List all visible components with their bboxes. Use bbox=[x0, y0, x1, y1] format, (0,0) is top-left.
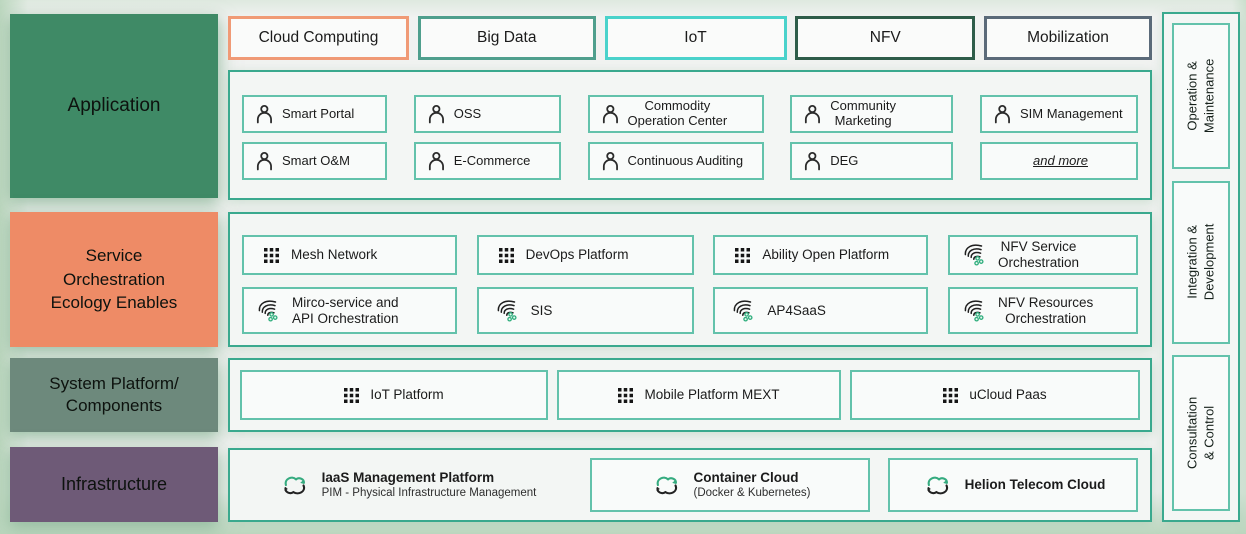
svc-item-nfv-service-orchestration: NFV Service Orchestration bbox=[947, 235, 1138, 275]
chip-big-data: Big Data bbox=[417, 16, 596, 60]
side-item-operation-maintenance: Operation & Maintenance bbox=[1172, 23, 1230, 169]
grid-dots-icon bbox=[618, 388, 633, 403]
chip-mobilization: Mobilization bbox=[984, 16, 1152, 60]
app-item-and-more: and more bbox=[980, 142, 1138, 180]
svc-item-sis: SIS bbox=[476, 287, 694, 334]
app-item-smart-portal: Smart Portal bbox=[242, 95, 387, 133]
app-item-label: Smart Portal bbox=[282, 105, 355, 121]
chip-cloud-computing: Cloud Computing bbox=[228, 16, 409, 60]
app-item-label: E-Commerce bbox=[453, 152, 531, 168]
side-item-label: Operation & Maintenance bbox=[1184, 58, 1217, 134]
person-icon bbox=[801, 104, 822, 125]
application-panel: Smart Portal OSS Commodity Operation Cen… bbox=[228, 70, 1152, 200]
inf-item-subtitle: PIM - Physical Infrastructure Management bbox=[321, 486, 537, 499]
side-item-label: Consultation & Control bbox=[1184, 396, 1216, 470]
row-label-application: Application bbox=[10, 14, 218, 198]
app-item-label: Continuous Auditing bbox=[627, 152, 744, 168]
svc-item-label: Ability Open Platform bbox=[762, 247, 890, 263]
person-icon bbox=[599, 104, 620, 125]
app-item-oss: OSS bbox=[413, 95, 561, 133]
sys-item-label: uCloud Paas bbox=[969, 387, 1047, 403]
chip-label: IoT bbox=[684, 29, 707, 47]
cloud-cycle-icon bbox=[650, 473, 683, 498]
svc-item-label: NFV Resources Orchestration bbox=[997, 294, 1094, 326]
inf-item-iaas-management-platform: IaaS Management Platform PIM - Physical … bbox=[242, 458, 572, 512]
lifecycle-side-panel: Operation & Maintenance Integration & De… bbox=[1162, 12, 1240, 522]
svc-item-label: NFV Service Orchestration bbox=[997, 239, 1080, 270]
chip-nfv: NFV bbox=[795, 16, 976, 60]
swirl-orchestration-icon bbox=[254, 298, 280, 324]
side-item-consultation-control: Consultation & Control bbox=[1172, 355, 1230, 511]
technology-chips: Cloud Computing Big Data IoT NFV Mobiliz… bbox=[228, 16, 1152, 60]
system-platform-panel: IoT Platform Mobile Platform MEXT uCloud… bbox=[228, 358, 1152, 432]
svc-item-label: Mesh Network bbox=[291, 247, 378, 263]
swirl-orchestration-icon bbox=[729, 298, 755, 324]
inf-item-title: Container Cloud bbox=[693, 469, 799, 485]
row-label-infrastructure: Infrastructure bbox=[10, 447, 218, 522]
svc-item-label: Mirco-service and API Orchestration bbox=[292, 294, 399, 326]
inf-item-container-cloud: Container Cloud (Docker & Kubernetes) bbox=[590, 458, 870, 512]
infrastructure-panel: IaaS Management Platform PIM - Physical … bbox=[228, 448, 1152, 522]
svc-item-ability-open-platform: Ability Open Platform bbox=[713, 235, 929, 275]
sys-item-iot-platform: IoT Platform bbox=[240, 370, 548, 420]
sys-item-label: IoT Platform bbox=[370, 387, 444, 403]
app-item-smart-om: Smart O&M bbox=[242, 142, 387, 180]
app-item-commodity-operation-center: Commodity Operation Center bbox=[587, 95, 764, 133]
service-orchestration-panel: Mesh Network DevOps Platform Ability Ope… bbox=[228, 212, 1152, 347]
svc-item-label: DevOps Platform bbox=[525, 247, 629, 263]
grid-dots-icon bbox=[735, 248, 750, 263]
app-item-label: OSS bbox=[453, 105, 482, 121]
person-icon bbox=[599, 151, 620, 172]
person-icon bbox=[253, 151, 274, 172]
person-icon bbox=[425, 151, 446, 172]
row-label-service-orchestration: Service Orchestration Ecology Enables bbox=[10, 212, 218, 347]
swirl-orchestration-icon bbox=[960, 298, 986, 324]
app-item-community-marketing: Community Marketing bbox=[790, 95, 954, 133]
grid-dots-icon bbox=[499, 248, 514, 263]
app-item-label: Smart O&M bbox=[282, 152, 350, 168]
app-item-label: DEG bbox=[830, 152, 859, 168]
grid-dots-icon bbox=[344, 388, 359, 403]
sys-item-mobile-platform-mext: Mobile Platform MEXT bbox=[557, 370, 841, 420]
swirl-orchestration-icon bbox=[493, 298, 519, 324]
app-item-e-commerce: E-Commerce bbox=[413, 142, 561, 180]
svc-item-label: SIS bbox=[530, 302, 553, 318]
inf-item-title: Helion Telecom Cloud bbox=[964, 476, 1106, 492]
person-icon bbox=[253, 104, 274, 125]
svc-item-label: AP4SaaS bbox=[767, 302, 826, 318]
person-icon bbox=[801, 151, 822, 172]
grid-dots-icon bbox=[264, 248, 279, 263]
app-item-continuous-auditing: Continuous Auditing bbox=[587, 142, 764, 180]
app-item-sim-management: SIM Management bbox=[980, 95, 1138, 133]
svc-item-ap4saas: AP4SaaS bbox=[713, 287, 929, 334]
chip-iot: IoT bbox=[604, 16, 787, 60]
row-label-system-platform: System Platform/ Components bbox=[10, 358, 218, 432]
chip-label: Cloud Computing bbox=[258, 29, 379, 47]
inf-item-subtitle: (Docker & Kubernetes) bbox=[693, 486, 811, 499]
chip-label: NFV bbox=[869, 29, 901, 47]
app-item-label: Community Marketing bbox=[830, 98, 896, 128]
app-item-label: Commodity Operation Center bbox=[627, 98, 728, 128]
side-item-integration-development: Integration & Development bbox=[1172, 180, 1230, 344]
chip-label: Mobilization bbox=[1027, 29, 1109, 47]
app-item-deg: DEG bbox=[790, 142, 954, 180]
svc-item-devops-platform: DevOps Platform bbox=[476, 235, 694, 275]
cloud-cycle-icon bbox=[921, 473, 954, 498]
inf-item-helion-telecom-cloud: Helion Telecom Cloud bbox=[888, 458, 1138, 512]
grid-dots-icon bbox=[943, 388, 958, 403]
and-more-label: and more bbox=[1033, 152, 1088, 168]
swirl-orchestration-icon bbox=[960, 242, 986, 268]
svc-item-mesh-network: Mesh Network bbox=[242, 235, 457, 275]
sys-item-ucloud-paas: uCloud Paas bbox=[850, 370, 1140, 420]
app-item-label: SIM Management bbox=[1020, 105, 1123, 121]
svc-item-nfv-resources-orchestration: NFV Resources Orchestration bbox=[947, 287, 1138, 334]
person-icon bbox=[991, 104, 1012, 125]
svc-item-microservice-api-orchestration: Mirco-service and API Orchestration bbox=[242, 287, 457, 334]
chip-label: Big Data bbox=[477, 29, 537, 47]
side-item-label: Integration & Development bbox=[1184, 223, 1217, 301]
inf-item-title: IaaS Management Platform bbox=[321, 469, 495, 485]
person-icon bbox=[425, 104, 446, 125]
sys-item-label: Mobile Platform MEXT bbox=[644, 387, 780, 403]
cloud-cycle-icon bbox=[278, 473, 311, 498]
